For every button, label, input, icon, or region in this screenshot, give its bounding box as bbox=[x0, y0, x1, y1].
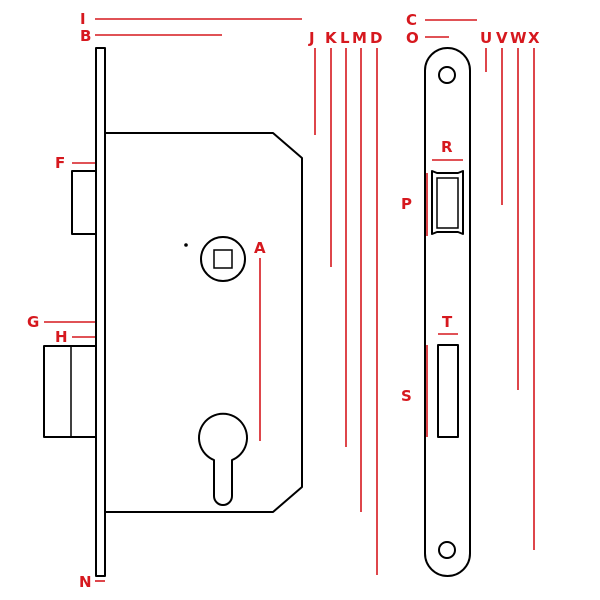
label-n: N bbox=[79, 573, 92, 591]
label-r: R bbox=[441, 138, 453, 156]
bolt-opening bbox=[437, 344, 459, 438]
dimension-lines bbox=[44, 18, 535, 582]
label-k: K bbox=[325, 29, 338, 47]
fixing-hole bbox=[184, 243, 188, 247]
strike-screw-hole-bottom bbox=[438, 541, 456, 559]
lock-case bbox=[104, 132, 303, 513]
label-o: O bbox=[406, 29, 419, 47]
label-a: A bbox=[254, 239, 266, 257]
label-f: F bbox=[55, 154, 65, 172]
label-h: H bbox=[55, 328, 68, 346]
dead-bolt bbox=[43, 345, 97, 438]
cylinder-cutout bbox=[198, 412, 248, 506]
spindle-square bbox=[213, 249, 233, 269]
label-i: I bbox=[80, 10, 86, 28]
label-m: M bbox=[352, 29, 367, 47]
strike-screw-hole-top bbox=[438, 66, 456, 84]
latch-opening-inner bbox=[436, 177, 459, 229]
label-b: B bbox=[80, 27, 91, 45]
lock-assembly bbox=[43, 47, 303, 577]
label-j: J bbox=[308, 29, 315, 47]
latch-bolt bbox=[71, 170, 97, 235]
label-g: G bbox=[27, 313, 39, 331]
label-p: P bbox=[401, 195, 412, 213]
label-u: U bbox=[480, 29, 492, 47]
label-v: V bbox=[496, 29, 508, 47]
spindle-hub bbox=[200, 236, 246, 282]
strike-plate-assembly bbox=[424, 47, 471, 577]
label-t: T bbox=[442, 313, 453, 331]
label-s: S bbox=[401, 387, 412, 405]
dimension-labels: I B J K L M D A F G H N C O U V W X R P … bbox=[27, 10, 540, 591]
strike-plate bbox=[424, 47, 471, 577]
label-x: X bbox=[528, 29, 540, 47]
label-c: C bbox=[406, 11, 417, 29]
latch-opening bbox=[431, 170, 464, 235]
label-d: D bbox=[370, 29, 382, 47]
label-l: L bbox=[340, 29, 350, 47]
label-w: W bbox=[510, 29, 527, 47]
faceplate bbox=[95, 47, 106, 577]
